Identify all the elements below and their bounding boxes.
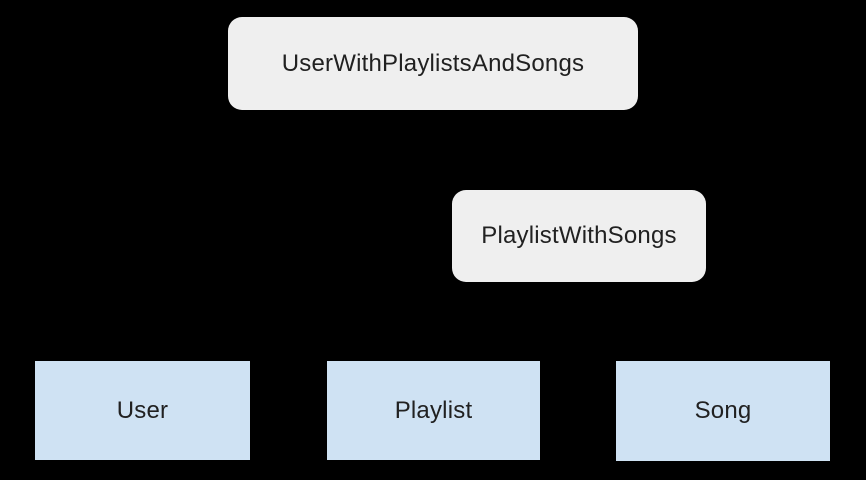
node-user: User xyxy=(35,361,250,460)
node-playlist: Playlist xyxy=(327,361,540,460)
node-song: Song xyxy=(616,361,830,461)
node-user-with-playlists-and-songs: UserWithPlaylistsAndSongs xyxy=(228,17,638,110)
node-song-label: Song xyxy=(694,397,752,424)
node-playlist-with-songs: PlaylistWithSongs xyxy=(452,190,706,282)
node-user-with-playlists-and-songs-label: UserWithPlaylistsAndSongs xyxy=(281,49,585,77)
node-playlist-with-songs-label: PlaylistWithSongs xyxy=(481,222,677,249)
node-playlist-label: Playlist xyxy=(394,396,473,424)
node-user-label: User xyxy=(116,396,169,424)
